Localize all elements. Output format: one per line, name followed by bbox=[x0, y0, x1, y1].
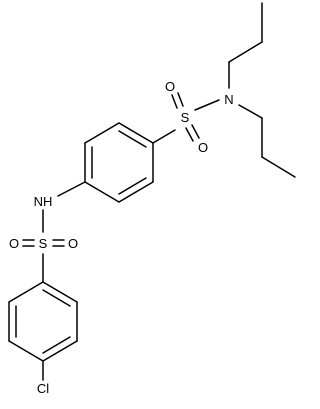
bonds bbox=[8, 2, 296, 381]
bond bbox=[118, 181, 154, 203]
bond bbox=[42, 281, 78, 303]
chemical-structure: O O S N NH S O O Cl bbox=[8, 2, 296, 396]
bond bbox=[42, 289, 71, 307]
atom-label-nitrogen: N bbox=[224, 92, 233, 107]
bond bbox=[228, 41, 263, 63]
bond bbox=[152, 129, 176, 144]
bond bbox=[177, 92, 184, 107]
atom-label-amine: NH bbox=[34, 194, 53, 209]
bond bbox=[191, 124, 200, 139]
bond bbox=[42, 340, 78, 362]
atom-labels: O O S N NH S O O Cl bbox=[9, 79, 234, 396]
bond bbox=[8, 340, 44, 362]
bond bbox=[194, 99, 220, 111]
bond bbox=[185, 127, 194, 142]
bond bbox=[8, 281, 44, 303]
bond bbox=[57, 181, 86, 197]
bond bbox=[171, 94, 178, 109]
bond bbox=[118, 122, 154, 144]
bond bbox=[261, 156, 296, 178]
bond bbox=[84, 122, 120, 144]
atom-label-oxygen: O bbox=[165, 79, 175, 94]
bond bbox=[118, 130, 147, 148]
atom-label-oxygen: O bbox=[68, 236, 78, 251]
bond bbox=[238, 104, 263, 119]
bond bbox=[84, 181, 120, 203]
bond bbox=[118, 177, 147, 195]
atom-label-oxygen: O bbox=[9, 236, 19, 251]
bond bbox=[42, 336, 71, 354]
atom-label-oxygen: O bbox=[198, 140, 208, 155]
atom-label-chlorine: Cl bbox=[37, 381, 49, 396]
atom-label-sulfur: S bbox=[181, 110, 190, 125]
atom-label-sulfur: S bbox=[39, 236, 48, 251]
